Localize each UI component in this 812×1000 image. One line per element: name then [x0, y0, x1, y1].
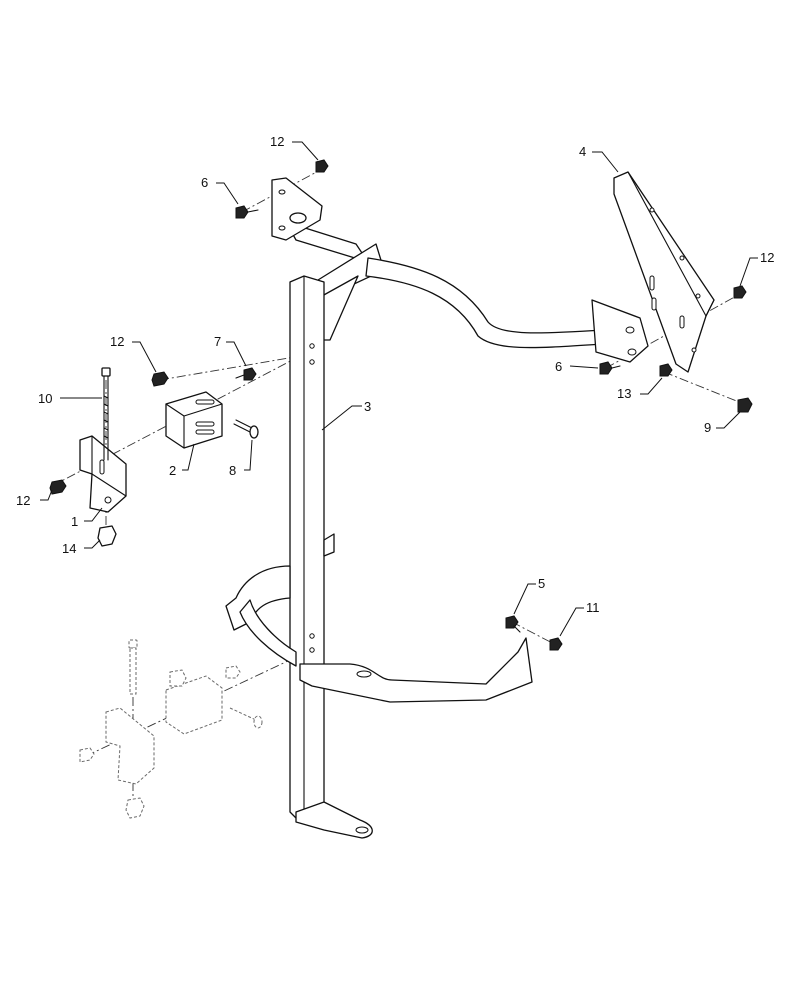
- u-bracket-part-1: [79, 435, 127, 513]
- callout-labels: 12 6 4 12 6 13 9 12 7 10 3 2 8 12 1 14 5…: [16, 134, 774, 615]
- plate-part-4: [613, 171, 715, 373]
- hardware: [49, 159, 753, 651]
- callout-3: 3: [364, 399, 371, 414]
- callout-13: 13: [617, 386, 631, 401]
- leader-lines: [40, 141, 758, 637]
- callout-14: 14: [62, 541, 76, 556]
- right-mount-plate: [591, 299, 649, 363]
- callout-1: 1: [71, 514, 78, 529]
- callout-12-bracket: 12: [110, 334, 124, 349]
- callout-6-top: 6: [201, 175, 208, 190]
- main-frame-part-3: [225, 221, 605, 839]
- upper-left-mount-plate: [271, 177, 323, 241]
- bracket-part-2: [165, 391, 223, 449]
- callout-4: 4: [579, 144, 586, 159]
- callout-6-right: 6: [555, 359, 562, 374]
- callout-10: 10: [38, 391, 52, 406]
- callout-9: 9: [704, 420, 711, 435]
- callout-7: 7: [214, 334, 221, 349]
- callout-12-right: 12: [760, 250, 774, 265]
- callout-12-top: 12: [270, 134, 284, 149]
- callout-2: 2: [169, 463, 176, 478]
- callout-11: 11: [586, 600, 600, 615]
- callout-12-left: 12: [16, 493, 30, 508]
- phantom-assembly: [79, 639, 263, 819]
- callout-5: 5: [538, 576, 545, 591]
- callout-8: 8: [229, 463, 236, 478]
